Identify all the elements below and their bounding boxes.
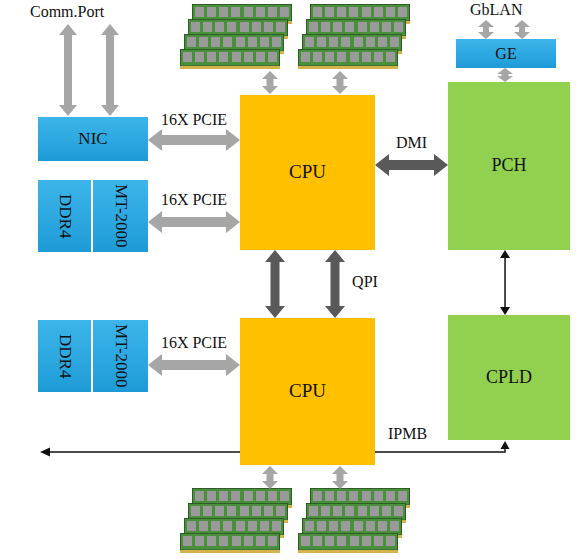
processor-box: CPU bbox=[240, 318, 375, 465]
bus-arrow bbox=[148, 354, 240, 376]
box-label: GE bbox=[495, 45, 516, 63]
accelerator-box: MT-2000 bbox=[93, 180, 148, 252]
box-label: DDR4 bbox=[55, 334, 74, 378]
bus-arrow bbox=[325, 250, 345, 318]
bus-arrow bbox=[500, 250, 510, 315]
memory-box: DDR4 bbox=[38, 320, 91, 392]
box-label: CPU bbox=[289, 381, 326, 402]
chipset-box: CPLD bbox=[448, 315, 570, 440]
box-label: CPLD bbox=[486, 368, 532, 388]
bus-label: QPI bbox=[352, 273, 378, 291]
box-label: PCH bbox=[491, 156, 526, 176]
memory-box: DDR4 bbox=[38, 180, 91, 252]
signal-label: IPMB bbox=[388, 425, 427, 443]
bus-arrow bbox=[148, 129, 240, 151]
bus-arrow bbox=[148, 211, 240, 233]
bus-label: DMI bbox=[396, 134, 427, 152]
signal-label: GbLAN bbox=[470, 1, 522, 19]
box-label: NIC bbox=[78, 130, 107, 149]
box-label: MT-2000 bbox=[111, 184, 130, 248]
port-arrows bbox=[59, 24, 119, 116]
box-label: DDR4 bbox=[55, 194, 74, 238]
bus-label: 16X PCIE bbox=[161, 334, 227, 352]
signal-label: Comm.Port bbox=[30, 3, 104, 21]
bus-label: 16X PCIE bbox=[161, 111, 227, 129]
lan-arrows bbox=[478, 20, 530, 39]
memory-modules bbox=[180, 5, 410, 70]
box-label: CPU bbox=[289, 162, 326, 183]
interface-box: NIC bbox=[38, 117, 148, 161]
chipset-box: PCH bbox=[448, 82, 570, 250]
box-label: MT-2000 bbox=[111, 324, 130, 388]
bus-arrow bbox=[497, 68, 513, 82]
memory-modules bbox=[180, 489, 410, 554]
bus-arrow bbox=[375, 154, 448, 176]
accelerator-box: MT-2000 bbox=[93, 320, 148, 392]
bus-arrow bbox=[265, 250, 285, 318]
processor-box: CPU bbox=[240, 95, 375, 250]
interface-box: GE bbox=[456, 39, 556, 68]
bus-label: 16X PCIE bbox=[161, 191, 227, 209]
